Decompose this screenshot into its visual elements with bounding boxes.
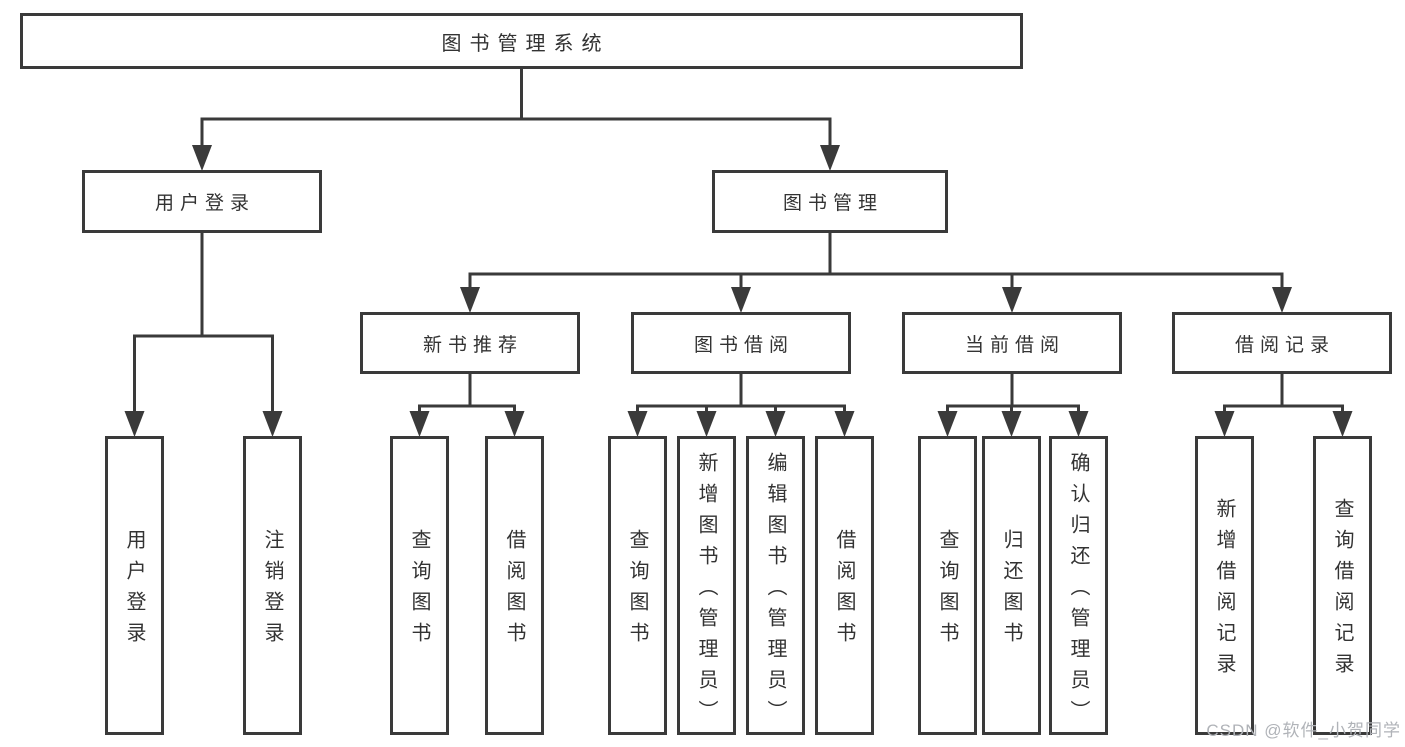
node-label: 查询图书 <box>936 529 958 653</box>
node-v-logout: 注销登录 <box>243 436 302 735</box>
node-label: 查询图书 <box>626 529 648 653</box>
node-cb-query: 查询图书 <box>918 436 977 735</box>
node-current-borrow: 当前借阅 <box>902 312 1122 374</box>
node-label: 新书推荐 <box>422 334 523 356</box>
node-label: 查询借阅记录 <box>1331 498 1353 684</box>
node-nb-borrow: 借阅图书 <box>485 436 544 735</box>
node-book-mgmt: 图书管理 <box>712 170 948 233</box>
node-cb-confirm: 确认归还（管理员） <box>1049 436 1108 735</box>
node-label: 用户登录 <box>123 529 145 653</box>
node-bb-query: 查询图书 <box>608 436 667 735</box>
node-label: 图书管理 <box>782 193 883 214</box>
node-nb-query: 查询图书 <box>390 436 449 735</box>
node-label: 编辑图书（管理员） <box>764 451 786 731</box>
node-new-book-rec: 新书推荐 <box>360 312 580 374</box>
node-v-user-login: 用户登录 <box>105 436 164 735</box>
node-label: 新增借阅记录 <box>1213 498 1235 684</box>
watermark: CSDN @软件_小贺同学 <box>1206 721 1401 740</box>
node-cb-return: 归还图书 <box>982 436 1041 735</box>
node-label: 借阅图书 <box>503 529 525 653</box>
node-bb-add: 新增图书（管理员） <box>677 436 736 735</box>
node-label: 图书管理系统 <box>441 32 610 55</box>
node-label: 当前借阅 <box>964 334 1065 356</box>
node-label: 新增图书（管理员） <box>695 451 717 731</box>
node-label: 图书借阅 <box>693 334 794 356</box>
node-label: 用户登录 <box>154 193 255 214</box>
node-bb-borrow: 借阅图书 <box>815 436 874 735</box>
node-user-login: 用户登录 <box>82 170 322 233</box>
node-book-borrow: 图书借阅 <box>631 312 851 374</box>
node-br-add: 新增借阅记录 <box>1195 436 1254 735</box>
node-borrow-records: 借阅记录 <box>1172 312 1392 374</box>
node-root: 图书管理系统 <box>20 13 1023 69</box>
node-label: 注销登录 <box>261 529 283 653</box>
node-br-query: 查询借阅记录 <box>1313 436 1372 735</box>
node-label: 查询图书 <box>408 529 430 653</box>
node-bb-edit: 编辑图书（管理员） <box>746 436 805 735</box>
node-label: 归还图书 <box>1000 529 1022 653</box>
node-label: 借阅记录 <box>1234 334 1335 356</box>
node-label: 确认归还（管理员） <box>1067 451 1089 731</box>
node-label: 借阅图书 <box>833 529 855 653</box>
